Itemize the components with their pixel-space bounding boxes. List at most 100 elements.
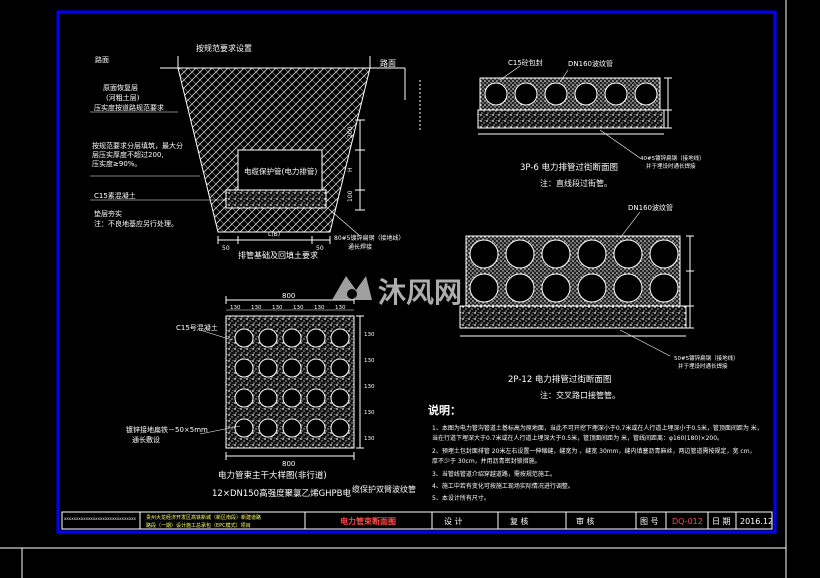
pipe-circle xyxy=(634,82,658,106)
dim-bottom-mid: L(B) xyxy=(268,231,280,238)
bundle-caption: 电力管束主干大样图(非行道) xyxy=(218,470,327,481)
pipe-circle xyxy=(649,273,679,303)
bundle-subcaption: 12×DN150高强度聚氯乙烯GHPB电 xyxy=(212,488,352,499)
grounding-label-2: 通长敷设 xyxy=(132,435,160,444)
sub-dim: 130 xyxy=(230,305,241,311)
note-item: 5、本设计所有尺寸。 xyxy=(432,494,490,502)
pipe-circle xyxy=(282,418,302,438)
pipe-circle xyxy=(544,82,568,106)
pipe-circle xyxy=(541,239,571,269)
note-item: 3、当管线管道介绍穿越道路，需按规范施工。 xyxy=(432,470,556,478)
note-item: 1、本图为电力管沟管道土基标高为原地面，当此不可开挖下埋深小于0.7米或在人行道… xyxy=(432,424,763,432)
sp6-dn160-label: DN160波纹管 xyxy=(568,59,613,68)
drawing-no-label: 图 号 xyxy=(640,517,659,526)
pipe-circle xyxy=(306,418,326,438)
bundle-section xyxy=(199,296,364,460)
note-bad-foundation: 注：不良地基应另行处理。 xyxy=(94,219,178,228)
trench-section xyxy=(90,56,421,244)
base-concrete xyxy=(225,189,327,209)
bundle-bottom-dim: 800 xyxy=(282,460,295,468)
note-fill-3: 压实度≥90%。 xyxy=(92,159,141,168)
notes-list: 1、本图为电力管沟管道土基标高为原地面，当此不可开挖下埋深小于0.7米或在人行道… xyxy=(432,424,763,502)
outer-frame xyxy=(56,10,777,534)
pipe-circle xyxy=(234,388,254,408)
title-block xyxy=(61,511,773,530)
pipe-circle xyxy=(282,358,302,378)
notes-heading: 说明： xyxy=(428,403,461,417)
pipe-circle xyxy=(234,358,254,378)
pipe-circle xyxy=(613,239,643,269)
dim-right-h: H xyxy=(347,167,354,172)
pipe-circle xyxy=(330,388,350,408)
bundle-side-dims: 130 130 130 130 130 xyxy=(364,332,375,442)
sp6-c15-label: C15砼包封 xyxy=(508,58,543,67)
pipe-circle xyxy=(234,328,254,348)
note-c15: C15素混凝土 xyxy=(94,191,136,200)
drawing-name: 电力管束断面图 xyxy=(340,516,396,526)
note-cushion: 垫层夯实 xyxy=(94,209,122,218)
watermark-logo-icon xyxy=(332,276,372,300)
sp12-note: 注：交叉路口接管管。 xyxy=(540,390,620,400)
sub-dim: 130 xyxy=(251,305,262,311)
pipe-circle xyxy=(505,239,535,269)
ground-anno-1: 80#5镀锌扁钢（接地线） xyxy=(334,234,404,242)
note-item: 4、施工中若有变化可按施工现场实际情况进行调整。 xyxy=(432,482,574,490)
pipe-circle xyxy=(234,418,254,438)
watermark: 沐风网 xyxy=(332,276,462,309)
company-name: XXXXXXXXXXXXXXXXXXXXXXXXXXXXXX xyxy=(64,517,137,521)
sub-dim: 130 xyxy=(314,305,325,311)
side-dim: 130 xyxy=(364,358,375,364)
dim-bottom-right: 50 xyxy=(316,245,324,252)
sp6-anno-1: 40#5镀锌扁钢（接地线） xyxy=(640,154,705,162)
pipe-circle xyxy=(577,239,607,269)
sp6-caption: 3P-6 电力排管过街断面图 xyxy=(520,162,618,173)
sub-dim: 130 xyxy=(335,305,346,311)
sp6-section xyxy=(477,65,672,159)
design-label: 设 计 xyxy=(444,516,463,526)
note-item: 当在行道下埋深大于0.7米或在人行道上埋深大于0.5米，管顶面间距为 米，管线间… xyxy=(432,434,723,442)
dim-right-200: 200 xyxy=(347,126,354,138)
side-dim: 130 xyxy=(364,384,375,390)
pipe-circle xyxy=(613,273,643,303)
pipe-circle xyxy=(574,82,598,106)
sp12-caption: 2P-12 电力排管过街断面图 xyxy=(508,374,611,385)
project-name-2: 路段（一期）设计施工总承包（EPC模式）项目 xyxy=(146,522,251,529)
sp6-anno-2: 并于埋设时通长焊接 xyxy=(646,162,696,170)
trench-caption: 排管基础及回填土要求 xyxy=(238,250,318,260)
note-road: 路面 xyxy=(95,55,109,64)
pipe-circle xyxy=(469,273,499,303)
note-restore: 原面恢复层 xyxy=(103,83,138,92)
pipe-circle xyxy=(258,418,278,438)
watermark-text: 沐风网 xyxy=(378,276,462,309)
pipe-circle xyxy=(282,388,302,408)
pipe-circle xyxy=(604,82,628,106)
sp12-dn160-label: DN160波纹管 xyxy=(628,203,673,212)
sp12-section xyxy=(459,211,694,357)
pipe-circle xyxy=(577,273,607,303)
pipe-circle xyxy=(505,273,535,303)
bundle-right-label: 缆保护双臂波纹管 xyxy=(352,484,416,494)
pipe-circle xyxy=(514,82,538,106)
pipe-circle xyxy=(484,82,508,106)
sub-dim: 130 xyxy=(293,305,304,311)
pipe-label: 电缆保护管(电力排管) xyxy=(244,166,317,176)
side-dim: 130 xyxy=(364,410,375,416)
check-label: 审 核 xyxy=(576,516,595,526)
sp12-anno-2: 并于埋设时通长焊接 xyxy=(678,362,728,370)
sp12-anno-1: 50#5镀锌扁钢（接地线） xyxy=(674,354,739,362)
pipe-circle xyxy=(306,328,326,348)
pipe-circle xyxy=(258,328,278,348)
review-label: 复 核 xyxy=(510,516,529,526)
pipe-circle xyxy=(282,328,302,348)
note-item: 厚不少于 30cm，并用沥青密封锁措施。 xyxy=(432,457,541,465)
pipe-circle xyxy=(469,239,499,269)
bundle-top-dim: 800 xyxy=(282,292,295,300)
note-compact: 压实度按道路规范要求 xyxy=(94,103,164,112)
pipe-circle xyxy=(649,239,679,269)
sub-dim: 130 xyxy=(272,305,283,311)
pipe-circle xyxy=(541,273,571,303)
road-surface-label: 路面 xyxy=(380,58,396,68)
pipe-circle xyxy=(258,358,278,378)
pipe-circle xyxy=(330,358,350,378)
date-label: 日 期 xyxy=(712,517,731,526)
